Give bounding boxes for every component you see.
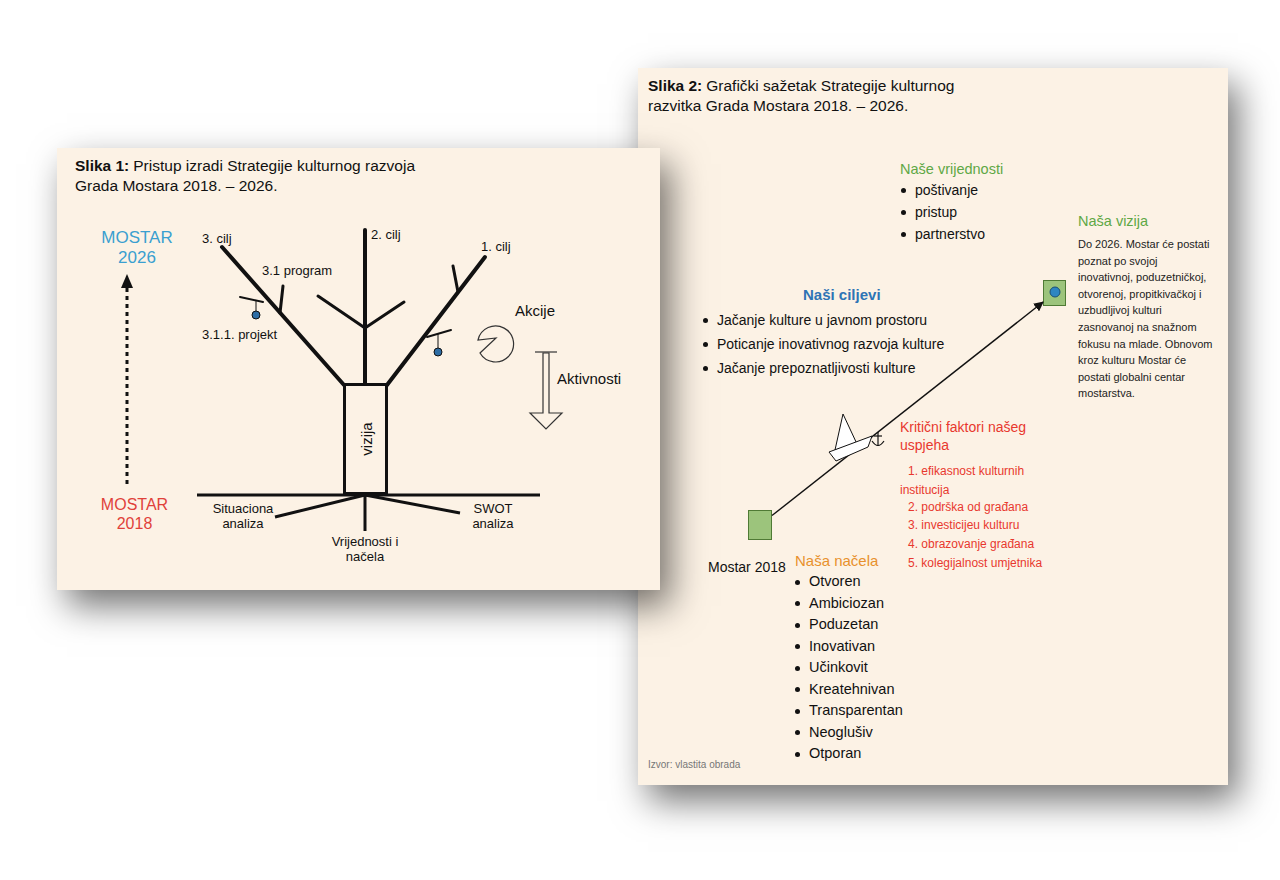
- vision-trunk: vizija: [343, 383, 388, 495]
- section-heading: Naša vizija: [1078, 213, 1148, 229]
- milestone-box: Naša vizijaDo 2026. Mostar će postati po…: [1043, 280, 1066, 306]
- figure-number: Slika 1:: [75, 157, 129, 174]
- figure-panel: vizija Slika 1:Pristup izradi Strategije …: [57, 148, 660, 590]
- milestone-label: Mostar 2018: [708, 559, 786, 575]
- caption-block: Slika 1:Pristup izradi Strategije kultur…: [75, 156, 415, 196]
- vision-text: Do 2026. Mostar će postati poznat po svo…: [1078, 236, 1213, 402]
- figure-panel: Mostar 2018Naša vizijaDo 2026. Mostar će…: [638, 68, 1228, 785]
- milestone-box: Mostar 2018: [748, 510, 772, 540]
- caption-block: Slika 2:Grafički sažetak Strategije kult…: [648, 76, 1003, 116]
- figure-number: Slika 2:: [648, 77, 702, 94]
- node-label: vizija: [357, 422, 374, 455]
